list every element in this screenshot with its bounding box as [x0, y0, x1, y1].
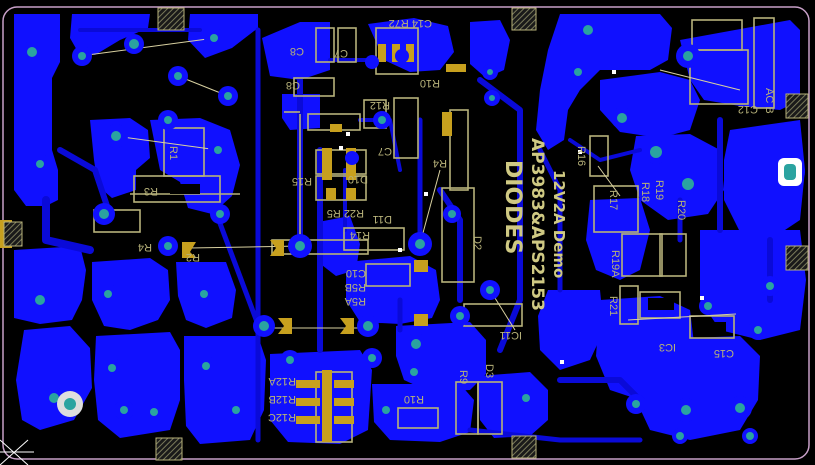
label-r10-top: R10	[420, 77, 440, 89]
board-legend: DIODES AP3983&APS2153 12V2A Demo	[500, 138, 568, 311]
label-r20: R20	[675, 200, 687, 220]
hatched-markers	[3, 7, 809, 461]
label-r3: R3	[144, 185, 158, 197]
silkscreen-labels: C14 R72 C8 C7 C8 R12 R10 C7 R4 R1 R3 R4 …	[138, 17, 775, 423]
label-c10: C10	[346, 267, 366, 279]
label-r9: R9	[457, 370, 469, 384]
vias	[339, 70, 704, 364]
label-r4-top: R4	[433, 157, 447, 169]
part-text: AP3983&APS2153	[527, 138, 547, 311]
label-ic3: IC3	[659, 341, 676, 353]
label-ic11: IC11	[500, 329, 522, 341]
label-r12c: R12C	[268, 411, 296, 423]
label-r5a: R5A	[344, 295, 366, 307]
label-r1: R1	[167, 146, 179, 160]
label-r12b: R12B	[268, 393, 296, 405]
label-c7-top: C7	[334, 47, 348, 59]
label-c14-r72: C14 R72	[389, 17, 432, 29]
label-d2: D2	[471, 236, 483, 250]
label-d3: D3	[483, 364, 495, 378]
label-r10: R10	[404, 393, 424, 405]
label-d10: D10	[348, 173, 368, 185]
label-r19a: R19A	[609, 250, 621, 278]
origin-marker	[0, 439, 34, 465]
label-r17: R17	[607, 190, 619, 210]
label-c7: C7	[378, 145, 392, 157]
label-r12: R12	[370, 99, 390, 111]
label-c8-top: C8	[290, 45, 304, 57]
label-r21: R21	[607, 296, 619, 316]
label-c12: C12	[738, 103, 758, 115]
component-bodies	[170, 184, 726, 332]
label-r12a: R12A	[268, 375, 296, 387]
label-ac-b: AC B	[763, 88, 775, 114]
through-hole-pads	[21, 19, 805, 444]
label-c15: C15	[714, 347, 734, 359]
label-r18: R18	[639, 182, 651, 202]
label-r4: R4	[138, 241, 152, 253]
label-r16: R16	[575, 146, 587, 166]
label-c8: C8	[286, 79, 300, 91]
brand-text: DIODES	[500, 160, 525, 254]
label-r22-r5: R22 R5	[327, 207, 364, 219]
label-r19: R19	[653, 180, 665, 200]
label-r5b: R5B	[345, 281, 366, 293]
label-d11: D11	[373, 213, 392, 225]
label-r15: R15	[292, 175, 312, 187]
demo-text: 12V2A Demo	[550, 170, 568, 278]
label-r14: R14	[350, 229, 370, 241]
label-r2: R2	[186, 251, 200, 263]
